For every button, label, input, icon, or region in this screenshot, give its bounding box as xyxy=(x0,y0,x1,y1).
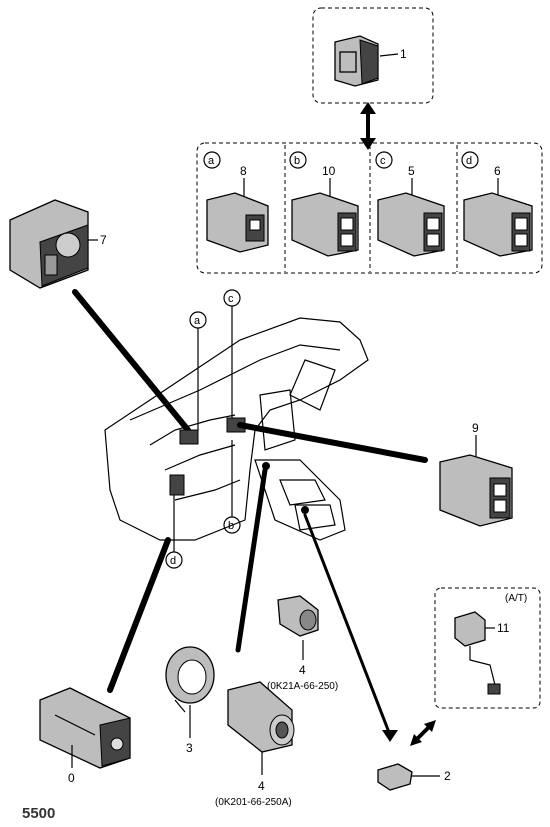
location-letter-b: b xyxy=(228,520,234,532)
part-6-switch xyxy=(463,192,533,257)
panel-letter-b: b xyxy=(294,155,300,167)
location-letter-c: c xyxy=(228,293,234,305)
callout-6: 6 xyxy=(494,164,501,178)
part-5-switch xyxy=(377,192,445,257)
panel-letter-d: d xyxy=(466,155,472,167)
location-letter-a: a xyxy=(194,315,201,327)
callout-1: 1 xyxy=(400,47,407,61)
callout-10: 10 xyxy=(322,164,336,178)
part-1-switch xyxy=(334,35,379,87)
part-4-lower-lighter xyxy=(227,681,295,753)
callout-3: 3 xyxy=(186,741,193,755)
caption-4-lower: (0K201-66-250A) xyxy=(215,797,292,808)
caption-4-upper: (0K21A-66-250) xyxy=(267,681,338,692)
reference-number: 5500 xyxy=(22,805,55,822)
part-7-mirror-switch xyxy=(9,199,89,289)
switch-panel-box xyxy=(196,142,543,274)
panel-letter-a: a xyxy=(208,155,215,167)
at-inset-box xyxy=(434,587,541,709)
at-label: (A/T) xyxy=(505,593,527,604)
part-11-harness xyxy=(454,611,501,695)
callout-7: 7 xyxy=(100,233,107,247)
callout-4-lower: 4 xyxy=(258,779,265,793)
double-arrow-small-icon xyxy=(410,720,436,746)
callout-5: 5 xyxy=(408,164,415,178)
part-9-switch xyxy=(439,454,513,527)
part-0-switch xyxy=(39,687,131,769)
part-3-bezel xyxy=(165,646,215,713)
double-arrow-icon xyxy=(360,102,376,150)
callout-0: 0 xyxy=(68,771,75,785)
callout-4-upper: 4 xyxy=(299,663,306,677)
part-2-cap xyxy=(377,763,413,791)
part-8-switch xyxy=(206,192,269,253)
part-10-switch xyxy=(291,192,359,257)
part-4-upper-socket xyxy=(277,595,319,637)
part-1-inset-box xyxy=(312,7,434,104)
callout-2: 2 xyxy=(444,769,451,783)
callout-8: 8 xyxy=(240,164,247,178)
callout-11: 11 xyxy=(497,621,510,635)
panel-letter-c: c xyxy=(380,155,386,167)
callout-9: 9 xyxy=(472,421,479,435)
dashboard-assembly xyxy=(104,317,369,541)
location-letter-d: d xyxy=(170,555,176,567)
